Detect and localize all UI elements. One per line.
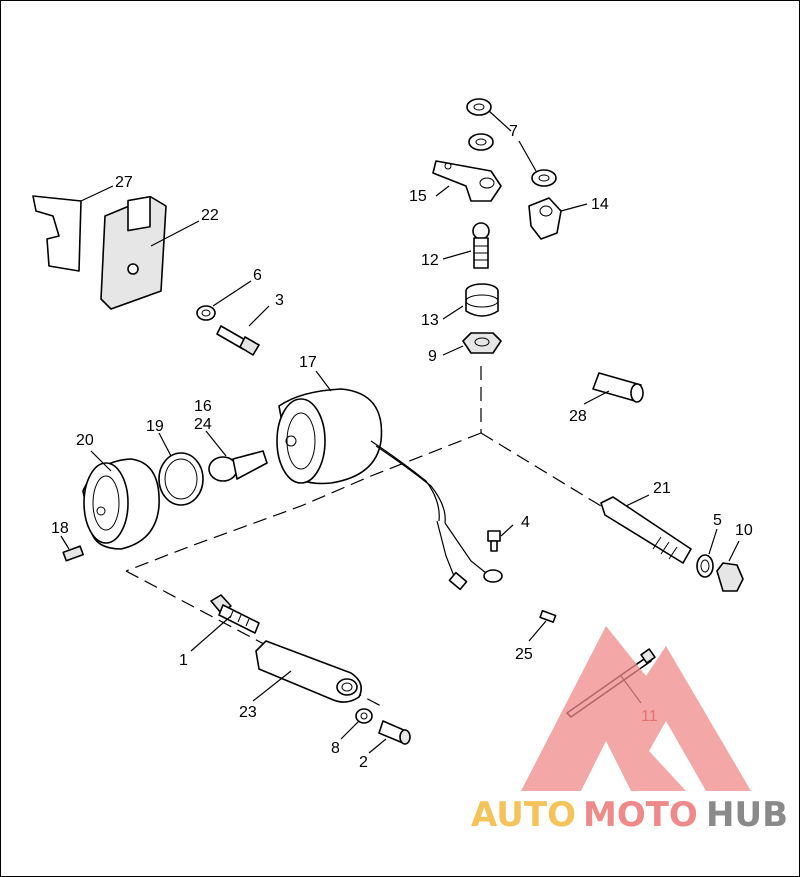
callout-18: 18 — [51, 520, 69, 537]
callout-8: 8 — [331, 740, 340, 757]
part-13-grommet — [465, 283, 499, 317]
part-14-bushing — [528, 197, 562, 240]
part-10-nut — [716, 562, 744, 592]
part-2-bolt — [378, 720, 411, 745]
part-9-hex-nut — [462, 332, 502, 354]
callout-1: 1 — [179, 652, 188, 669]
callout-6: 6 — [253, 267, 262, 284]
callout-21: 21 — [653, 480, 671, 497]
part-19-ring — [158, 452, 204, 506]
part-16-24-bulb — [208, 450, 268, 482]
part-22-switch-housing — [100, 195, 167, 310]
callout-9: 9 — [428, 348, 437, 365]
callout-17: 17 — [299, 354, 317, 371]
part-6-washer — [196, 305, 216, 321]
part-17-lamp-housing — [276, 388, 383, 485]
callout-4: 4 — [521, 514, 530, 531]
part-20-bezel — [82, 458, 160, 550]
part-5-washer — [696, 554, 714, 578]
callout-27: 27 — [115, 174, 133, 191]
part-4-small-bolt — [487, 530, 501, 552]
callout-2: 2 — [359, 754, 368, 771]
callout-22: 22 — [201, 207, 219, 224]
callout-3: 3 — [275, 292, 284, 309]
callout-7: 7 — [509, 123, 518, 140]
callout-13: 13 — [421, 312, 439, 329]
part-15-link — [432, 160, 502, 202]
callout-28: 28 — [569, 408, 587, 425]
part-7-star-washers — [466, 98, 557, 187]
part-12-ball-stud — [472, 222, 490, 269]
watermark-triangle-logo — [521, 626, 751, 791]
callout-16: 16 — [194, 398, 212, 415]
leader-lines — [60, 110, 740, 754]
callout-10: 10 — [735, 522, 753, 539]
watermark-word-hub: HUB — [706, 795, 788, 835]
callout-12: 12 — [421, 252, 439, 269]
part-21-shaft — [600, 496, 692, 564]
wiring-harness — [370, 440, 503, 591]
callout-24: 24 — [194, 416, 212, 433]
watermark-word-auto: AUTO — [471, 795, 576, 835]
watermark-word-moto: MOTO — [583, 795, 698, 835]
callout-15: 15 — [409, 188, 427, 205]
part-3-bolt — [216, 325, 260, 356]
automotohub-watermark: AUTO MOTO HUB — [471, 626, 788, 835]
part-25-clip — [539, 609, 557, 623]
part-8-washer — [355, 708, 373, 724]
callout-5: 5 — [713, 512, 722, 529]
part-27-bracket — [32, 195, 82, 272]
part-28-spacer — [592, 372, 644, 403]
callout-14: 14 — [591, 196, 609, 213]
callout-20: 20 — [76, 432, 94, 449]
callout-25: 25 — [515, 646, 533, 663]
part-23-arm — [255, 640, 362, 703]
callout-23: 23 — [239, 704, 257, 721]
part-18-screw — [62, 545, 84, 562]
callout-19: 19 — [146, 418, 164, 435]
callout-labels: 27 22 6 3 7 15 14 12 13 9 28 17 16 24 19… — [51, 123, 753, 771]
